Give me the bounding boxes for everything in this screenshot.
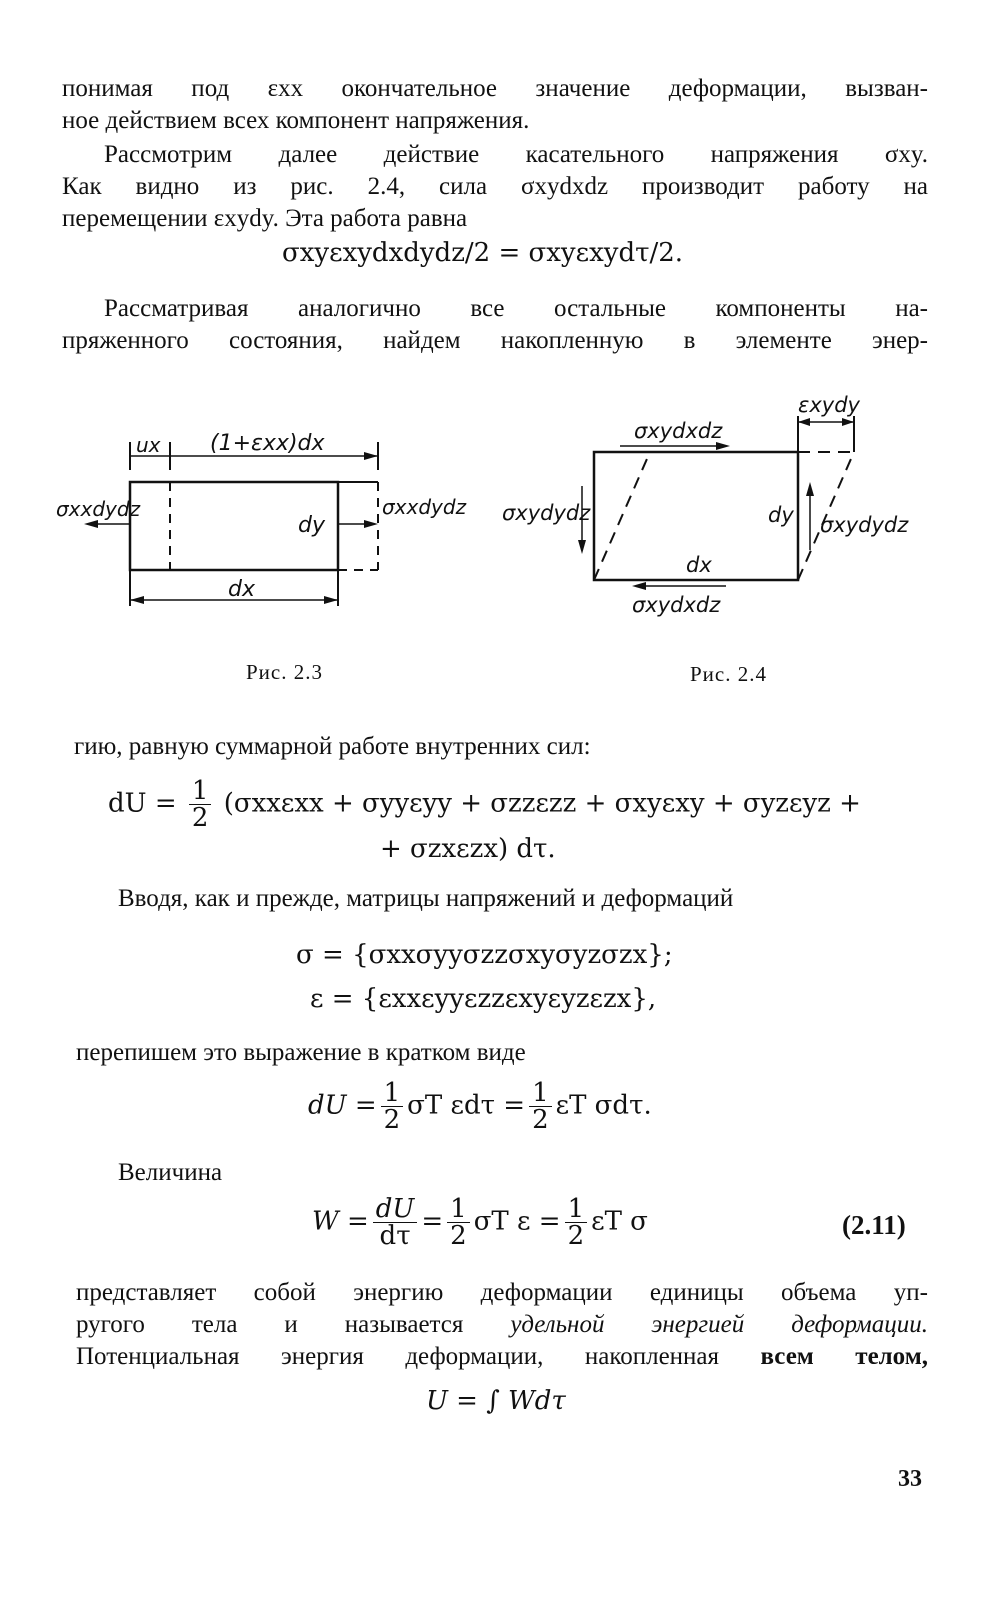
W-mid: σT ε = xyxy=(473,1206,561,1237)
fraction-denominator: 2 xyxy=(191,803,209,833)
short-lhs: dU = xyxy=(308,1090,377,1121)
fraction-numerator: 1 xyxy=(188,778,212,805)
fraction-numerator: 1 xyxy=(447,1196,470,1223)
dU-rhs1: (σxxεxx + σyyεyy + σzzεzz + σxyεxy + σyz… xyxy=(223,788,861,819)
sigma-vector: σ = {σxxσyyσzzσxyσyzσzx}; xyxy=(296,940,673,970)
label-dx: dx xyxy=(686,553,712,577)
fraction-numerator: 1 xyxy=(564,1196,588,1223)
text-line: гию, равную суммарной работе внутренних … xyxy=(74,733,591,760)
text-emphasis: всем телом, xyxy=(760,1343,928,1370)
label-dx: dx xyxy=(228,577,256,602)
W-end: εT σ xyxy=(591,1206,648,1237)
dU-formula-line2: + σzxεzx) dτ. xyxy=(380,834,556,864)
term-emphasis: удельной энергией деформации. xyxy=(510,1311,928,1338)
label-ux: ux xyxy=(136,433,161,457)
fraction-denominator: 2 xyxy=(532,1105,549,1135)
dU-lhs: dU = xyxy=(108,788,185,819)
text-line: Рассмотрим далее действие касательного н… xyxy=(104,141,928,168)
text-line: Как видно из рис. 2.4, сила σxydxdz прои… xyxy=(62,173,928,200)
text-line: представляет собой энергию деформации ед… xyxy=(76,1279,928,1306)
short-end: εT σdτ. xyxy=(555,1090,652,1121)
text-line: Потенциальная энергия деформации, накопл… xyxy=(76,1340,928,1374)
label-bottom-force: σxydxdz xyxy=(632,593,721,617)
caption-fig-2-3: Рис. 2.3 xyxy=(246,660,323,684)
label-left-force: σxydydz xyxy=(502,501,591,525)
text-line: Рассматривая аналогично все остальные ко… xyxy=(104,295,928,322)
label-top-force: σxydxdz xyxy=(634,419,723,443)
text-span: Потенциальная энергия деформации, накопл… xyxy=(76,1343,761,1370)
short-mid: σT εdτ = xyxy=(407,1090,526,1121)
text-line: Вводя, как и прежде, матрицы напряжений … xyxy=(118,885,734,912)
fraction-numerator: dU xyxy=(372,1196,418,1223)
caption-fig-2-4: Рис. 2.4 xyxy=(690,662,767,686)
label-left-force: σxxdydz xyxy=(56,497,141,521)
label-top: (1+εxx)dx xyxy=(210,431,325,456)
fraction-denominator: 2 xyxy=(567,1221,585,1251)
text-line: перепишем это выражение в кратком виде xyxy=(76,1039,526,1066)
epsilon-vector: ε = {εxxεyyεzzεxyεyzεzx}, xyxy=(310,984,657,1014)
U-total-formula: U = ∫ Wdτ xyxy=(426,1386,566,1416)
page-number: 33 xyxy=(898,1466,922,1492)
W-lhs: W = xyxy=(312,1206,369,1237)
text-line: перемещении εxydy. Эта работа равна xyxy=(62,205,468,232)
figure-2-3: ux (1+εxx)dx σxxdydz σxxdydz dy dx xyxy=(56,431,467,606)
fraction-denominator: 2 xyxy=(450,1221,467,1251)
label-shift: εxydy xyxy=(798,393,861,417)
label-dy: dy xyxy=(298,513,326,538)
text-line: ное действием всех компонент напряжения. xyxy=(62,107,530,134)
text-line: понимая под εxx окончательное значение д… xyxy=(62,75,928,102)
label-right-force: σxydydz xyxy=(820,513,909,537)
work-formula: σxyεxydxdydz/2 = σxyεxydτ/2. xyxy=(282,238,684,268)
text-span: ругого тела и называется xyxy=(76,1311,511,1338)
equation-number: (2.11) xyxy=(842,1210,906,1240)
text-line: пряженного состояния, найдем накопленную… xyxy=(62,327,928,354)
fraction-numerator: 1 xyxy=(529,1080,552,1107)
fraction-denominator: dτ xyxy=(379,1221,411,1251)
fraction-denominator: 2 xyxy=(383,1105,401,1135)
text-line: Величина xyxy=(118,1159,223,1186)
label-dy: dy xyxy=(768,503,794,527)
text-line: ругого тела и называется удельной энерги… xyxy=(76,1308,928,1342)
label-right-force: σxxdydz xyxy=(382,495,467,519)
fraction-numerator: 1 xyxy=(380,1080,404,1107)
figure-2-4: σxydxdz εxydy σxydydz dy σxydydz dx σxyd… xyxy=(502,393,909,617)
